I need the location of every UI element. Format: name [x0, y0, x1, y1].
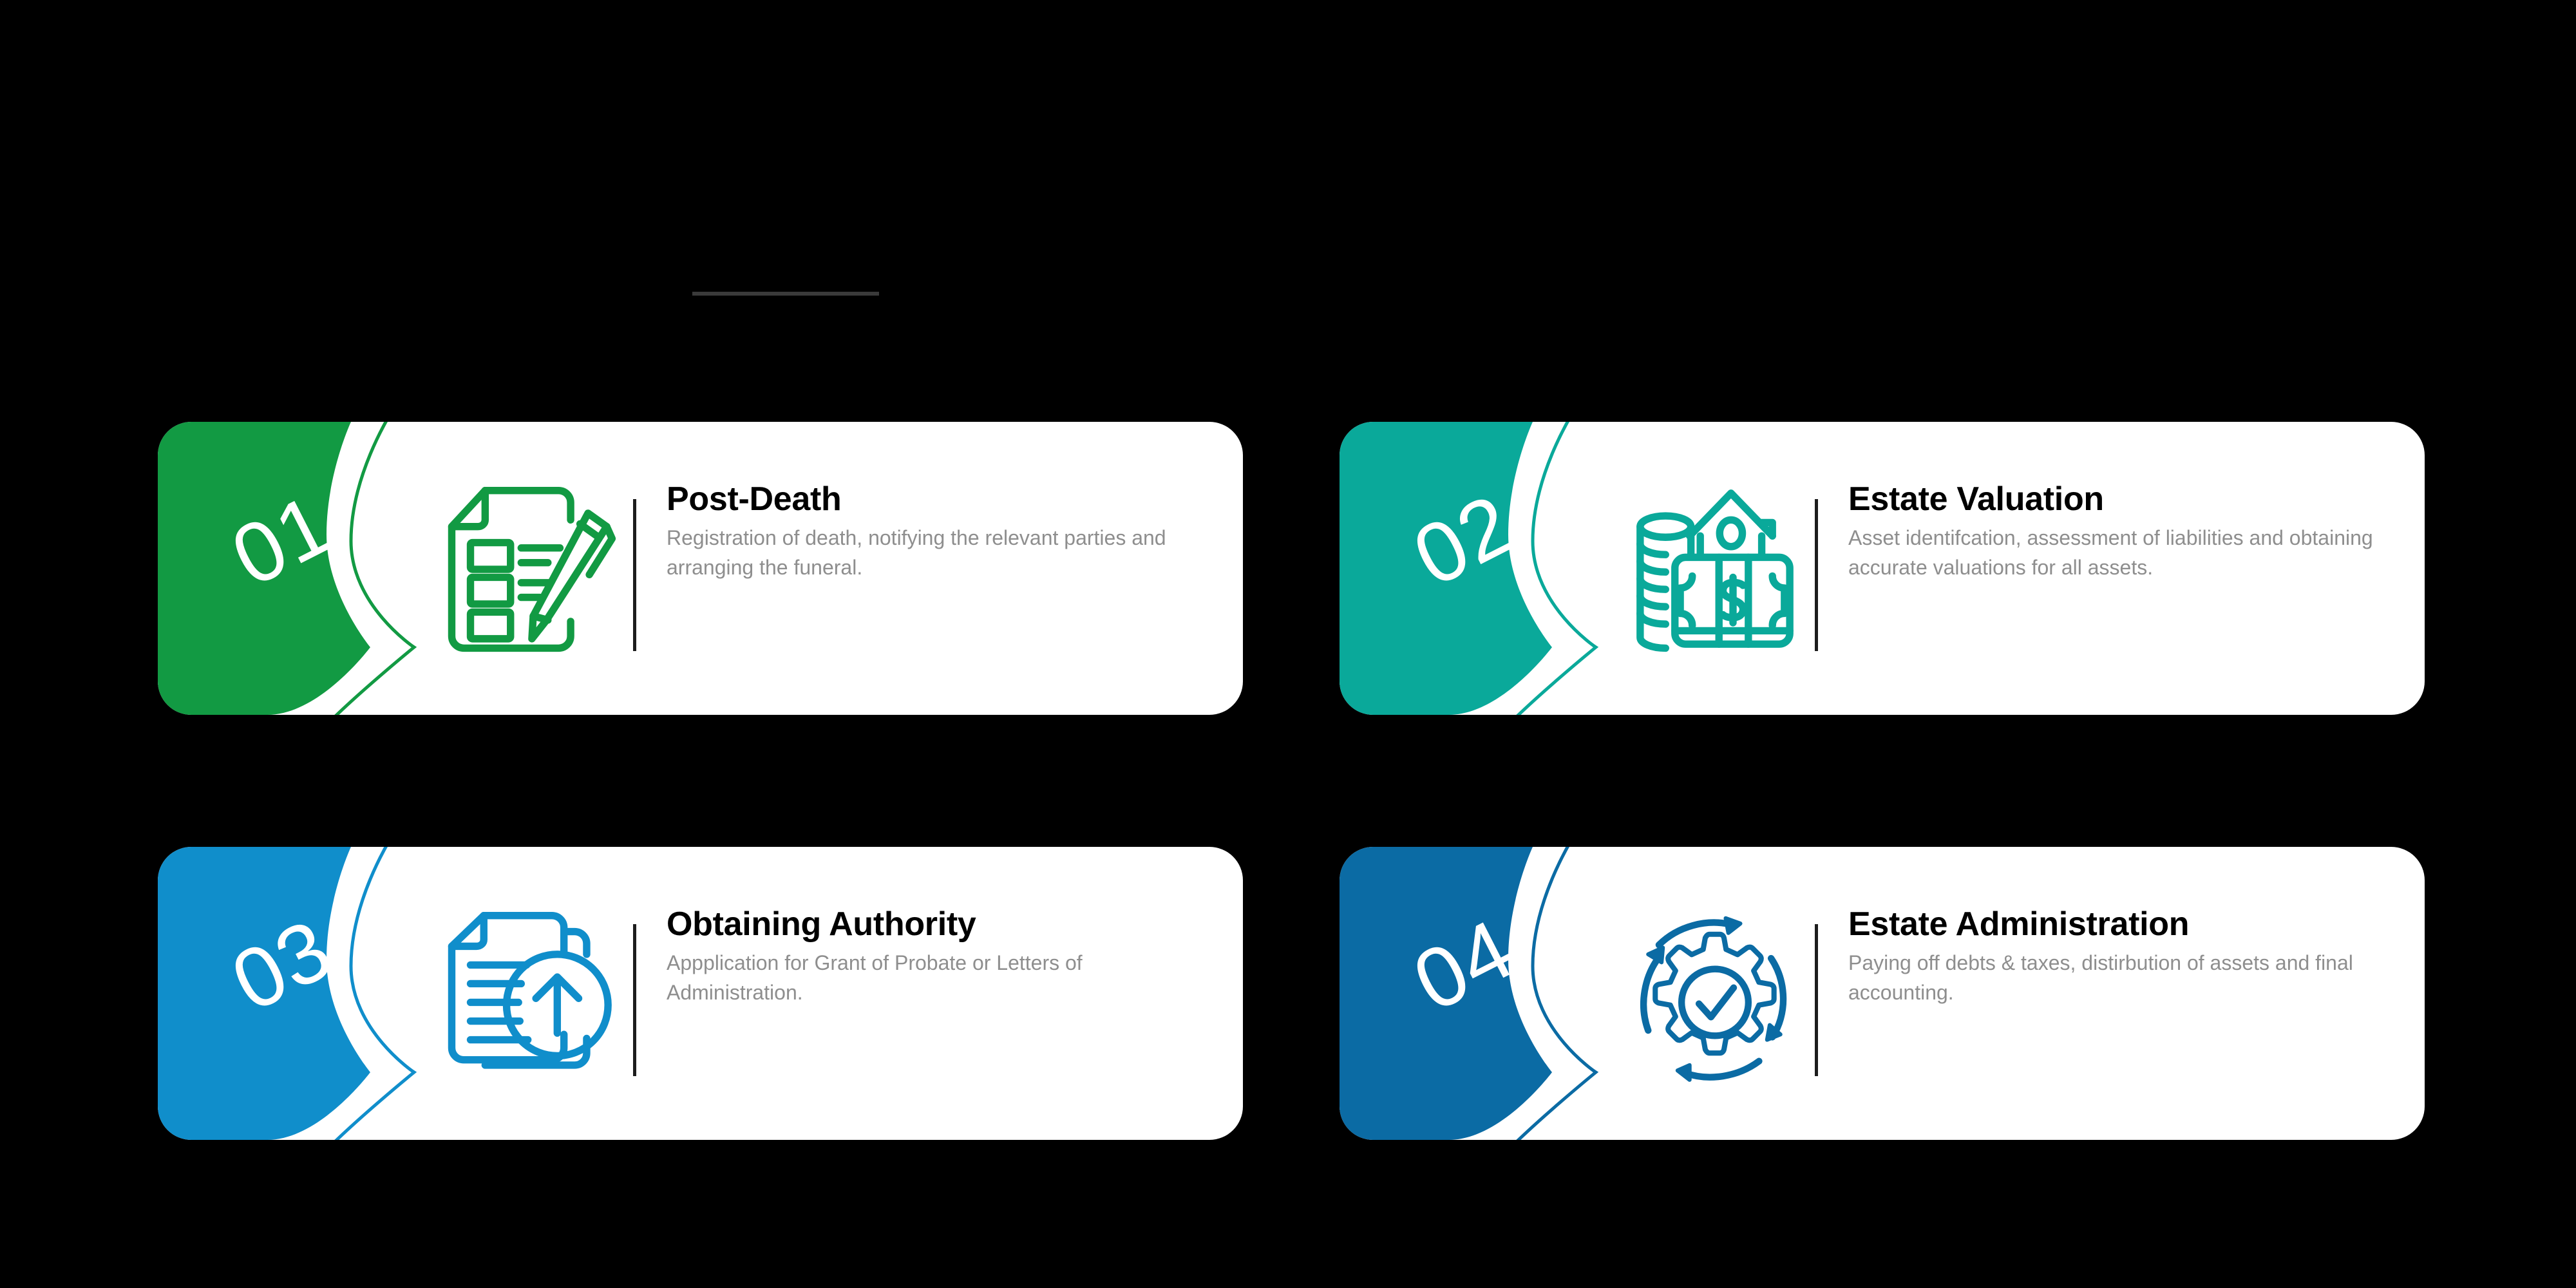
title-underline-divider	[692, 292, 879, 296]
process-step-card[interactable]: 01 Post-Death Registratio	[158, 422, 1243, 715]
card-divider-rule	[1815, 499, 1818, 651]
document-checklist-pen-icon	[446, 478, 620, 659]
card-accent-swoosh	[158, 422, 493, 715]
card-title: Post-Death	[667, 480, 842, 518]
card-text-block: Estate Valuation Asset identifcation, as…	[1848, 481, 2389, 582]
card-divider-rule	[1815, 924, 1818, 1076]
gear-check-cycle-icon	[1628, 904, 1802, 1084]
card-description: Appplication for Grant of Probate or Let…	[667, 951, 1083, 1004]
card-accent-swoosh	[1340, 847, 1674, 1140]
card-description: Registration of death, notifying the rel…	[667, 526, 1166, 579]
card-description: Paying off debts & taxes, distirbution o…	[1848, 951, 2353, 1004]
card-description: Asset identifcation, assessment of liabi…	[1848, 526, 2373, 579]
card-accent-swoosh	[1340, 422, 1674, 715]
card-divider-rule	[633, 499, 636, 651]
header-area	[0, 0, 2576, 386]
card-text-block: Post-Death Registration of death, notify…	[667, 481, 1208, 582]
house-coins-banknote-icon	[1628, 478, 1802, 659]
card-text-block: Estate Administration Paying off debts &…	[1848, 906, 2389, 1007]
card-text-block: Obtaining Authority Appplication for Gra…	[667, 906, 1208, 1007]
process-step-card[interactable]: 04 Estate Administration Paying off debt…	[1340, 847, 2425, 1140]
process-step-card[interactable]: 02	[1340, 422, 2425, 715]
process-step-card-grid: 01 Post-Death Registratio	[158, 422, 2425, 1156]
card-accent-swoosh	[158, 847, 493, 1140]
card-divider-rule	[633, 924, 636, 1076]
card-title: Estate Administration	[1848, 905, 2190, 943]
card-title: Estate Valuation	[1848, 480, 2104, 518]
process-step-card[interactable]: 03 Obtaining Authority Appplicatio	[158, 847, 1243, 1140]
documents-upload-arrow-icon	[446, 904, 620, 1084]
card-title: Obtaining Authority	[667, 905, 976, 943]
